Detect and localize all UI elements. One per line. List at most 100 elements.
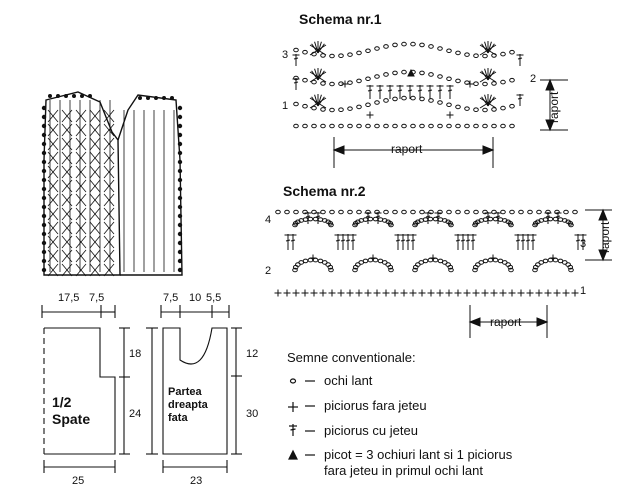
chain-stitch: [374, 123, 380, 129]
chain-stitch: [491, 81, 497, 86]
chain-stitch: [320, 209, 326, 215]
chain-stitch: [302, 217, 309, 222]
chain-stitch: [329, 53, 335, 59]
back-piece-label: Spate: [52, 411, 91, 427]
chain-stitch: [427, 257, 434, 263]
chain-stitch: [482, 53, 488, 59]
double-crochet: [344, 234, 352, 250]
front-right-dim: 12: [246, 348, 259, 360]
chain-stitch: [508, 267, 514, 273]
shell-stitch: [309, 68, 327, 83]
chain-stitch: [473, 209, 479, 215]
chain-stitch: [388, 267, 394, 273]
single-crochet: [517, 289, 525, 297]
chain-stitch: [518, 209, 524, 215]
single-crochet: [283, 289, 291, 297]
vest-front-outline: [117, 94, 183, 276]
chain-stitch: [372, 257, 379, 263]
chain-stitch: [329, 107, 335, 113]
chain-stitch: [428, 123, 434, 129]
double-crochet: [579, 234, 587, 250]
double-crochet: [404, 234, 412, 250]
double-crochet: [469, 234, 477, 250]
schema-2-raport-markers: [468, 208, 612, 338]
schema-2-row-number: 2: [265, 265, 272, 277]
chain-stitch: [311, 79, 317, 85]
chain-stitch: [482, 81, 488, 87]
chain-stitch: [365, 48, 371, 54]
picot: [407, 68, 415, 77]
schema-1-raport-vertical: raport: [547, 91, 561, 123]
chain-stitch: [487, 257, 494, 263]
chain-stitch: [312, 216, 319, 222]
double-crochet: [339, 234, 347, 250]
chain-stitch: [338, 209, 344, 215]
chain-stitch: [374, 100, 380, 105]
single-crochet: [508, 289, 516, 297]
double-crochet: [376, 85, 384, 99]
single-crochet: [373, 289, 381, 297]
double-crochet: [409, 234, 417, 250]
back-pattern-piece: [41, 305, 130, 473]
chain-stitch: [392, 70, 398, 76]
chain-stitch: [491, 123, 497, 129]
chain-stitch: [293, 209, 299, 215]
double-crochet: [399, 234, 407, 250]
chain-stitch: [410, 95, 416, 101]
chain-stitch: [473, 107, 479, 113]
chain-stitch: [410, 123, 416, 129]
chain-stitch: [401, 41, 407, 47]
chain-stitch: [392, 209, 398, 215]
chain-stitch: [482, 123, 488, 129]
double-crochet: [416, 85, 424, 99]
chain-stitch: [542, 258, 549, 264]
single-crochet: [549, 254, 557, 262]
chain-stitch: [508, 222, 514, 228]
shell-stitch: [309, 41, 327, 56]
chain-stitch: [352, 267, 358, 273]
chain-stitch: [293, 123, 299, 129]
chain-stitch: [428, 72, 434, 77]
chain-stitch: [388, 222, 394, 228]
double-crochet: [459, 234, 467, 250]
double-crochet: [494, 212, 502, 224]
chain-stitch: [275, 209, 281, 215]
back-piece-label: 1/2: [52, 394, 72, 410]
single-crochet: [436, 289, 444, 297]
chain-stitch: [347, 123, 353, 129]
chain-stitch: [428, 209, 434, 215]
chain-stitch: [347, 106, 353, 111]
chain-stitch: [419, 123, 425, 129]
front-top-dim: 10: [189, 292, 202, 304]
chain-stitch: [284, 209, 290, 215]
double-crochet: [446, 85, 454, 99]
vest-edge-picots: [41, 94, 183, 273]
chain-stitch: [473, 123, 479, 129]
schema-1-row-number: 1: [282, 100, 289, 112]
single-crochet: [391, 289, 399, 297]
single-crochet: [489, 254, 497, 262]
chain-stitch: [446, 209, 452, 215]
chain-stitch: [307, 257, 314, 263]
schema-1-row-number: 2: [530, 73, 537, 85]
single-crochet: [466, 80, 474, 88]
single-crochet: [544, 289, 552, 297]
single-crochet: [446, 111, 454, 119]
single-crochet: [369, 254, 377, 262]
chain-stitch: [372, 216, 379, 222]
chain-stitch: [427, 216, 434, 222]
schema-2-raport-vertical: raport: [598, 221, 612, 253]
chain-stitch: [356, 104, 362, 110]
front-pattern-piece: [146, 305, 242, 473]
double-crochet: [516, 54, 524, 66]
chain-stitch: [464, 106, 470, 111]
single-crochet: [346, 289, 354, 297]
chain-stitch: [542, 217, 549, 222]
double-crochet: [374, 212, 382, 224]
front-right-dim: 30: [246, 408, 259, 420]
single-crochet: [382, 289, 390, 297]
shell-stitch: [479, 68, 497, 83]
chain-stitch: [327, 264, 334, 270]
chain-stitch: [387, 264, 394, 270]
